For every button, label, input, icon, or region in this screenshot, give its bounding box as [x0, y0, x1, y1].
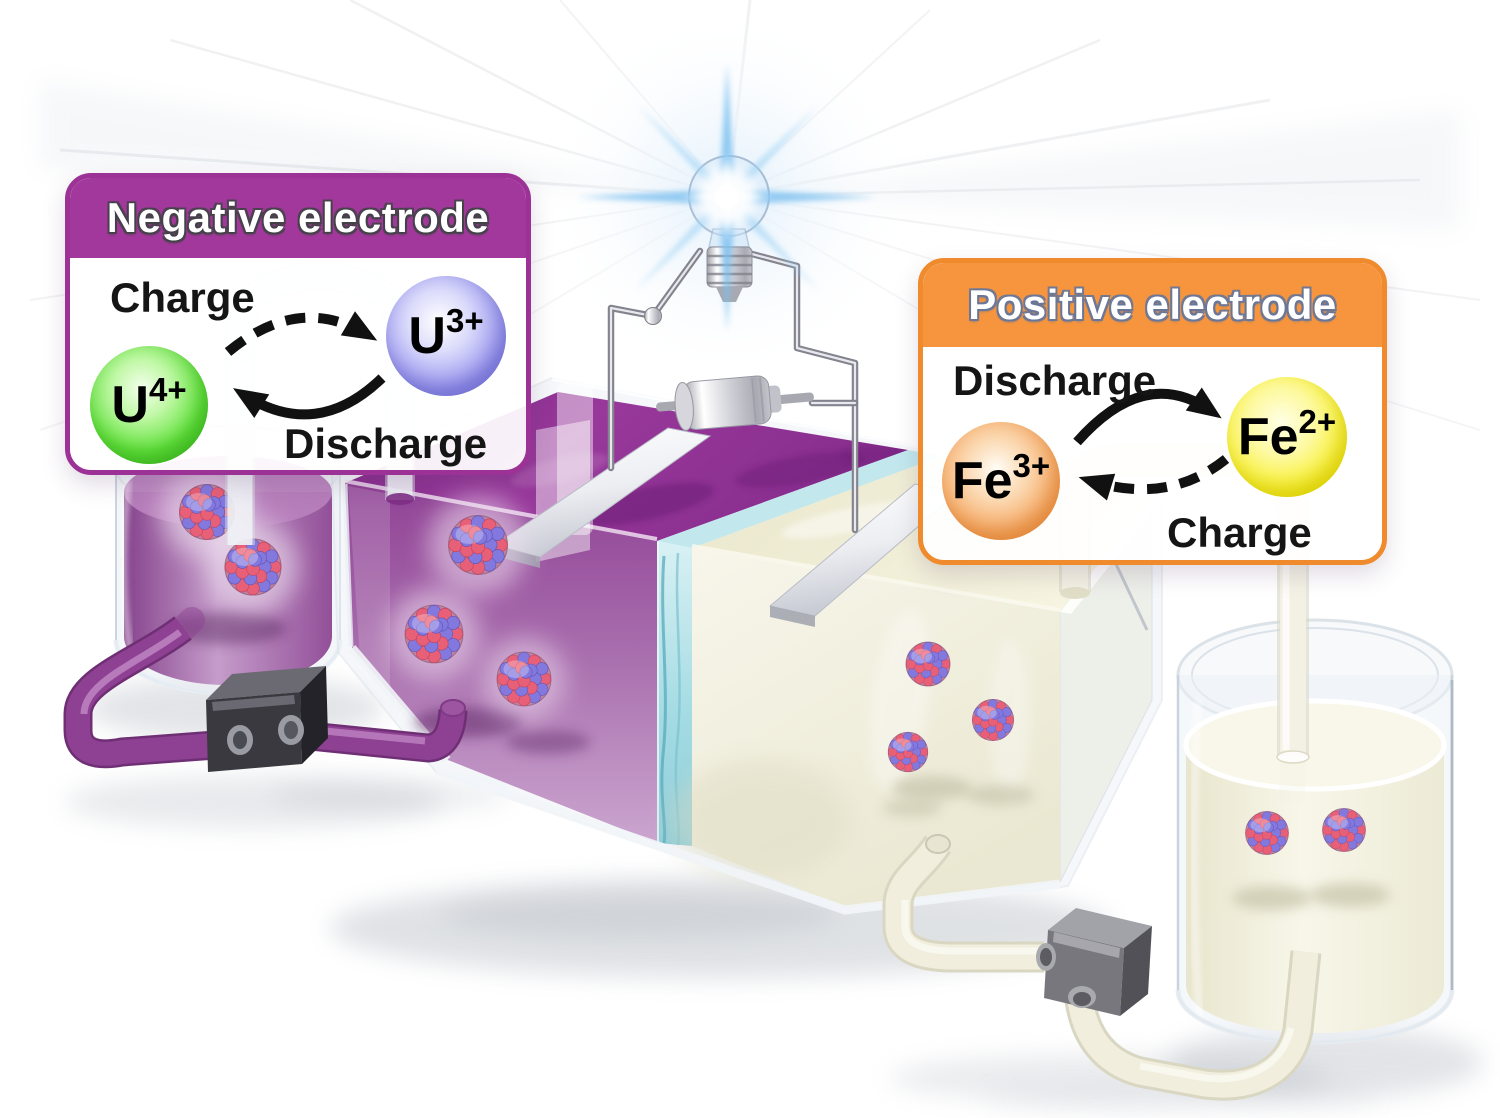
ion-fe2-charge: 2+	[1298, 402, 1337, 440]
charge-arrow-dashed	[1078, 455, 1230, 501]
negative-charge-label: Charge	[110, 274, 255, 321]
negative-electrode-title: Negative electrode	[106, 194, 490, 241]
positive-side-pump	[1036, 908, 1152, 1016]
ion-fe3-element: Fe	[951, 452, 1013, 510]
ion-u3-element: U	[408, 307, 446, 365]
positive-electrode-header: Positive electrode	[923, 263, 1382, 347]
generator-icon	[656, 375, 814, 431]
bulb-flare	[577, 64, 877, 332]
ion-u4-element: U	[111, 376, 149, 434]
ion-u3-charge: 3+	[445, 301, 484, 339]
nanoparticles-positive-cell	[882, 641, 1034, 817]
ion-fe2-element: Fe	[1237, 408, 1299, 466]
discharge-arrow-solid	[1073, 387, 1222, 446]
charge-arrow-dashed	[224, 311, 378, 356]
negative-discharge-label: Discharge	[284, 420, 488, 467]
positive-electrode-title: Positive electrode	[968, 281, 1337, 328]
negative-side-plumbing	[63, 607, 468, 772]
positive-charge-label: Charge	[1167, 509, 1312, 556]
negative-side-pump	[206, 666, 328, 772]
ion-u4-charge: 4+	[148, 370, 187, 408]
positive-reaction-arrows	[1073, 387, 1230, 501]
positive-side-plumbing	[882, 834, 1322, 1101]
circuit-wires	[607, 247, 859, 534]
ion-fe3-charge: 3+	[1012, 446, 1051, 484]
membrane	[657, 541, 692, 846]
membrane-top	[657, 450, 942, 548]
negative-reaction-arrows	[224, 311, 386, 420]
discharge-arrow-solid	[232, 374, 386, 420]
negative-electrode-plate	[493, 420, 712, 568]
negative-electrode-header: Negative electrode	[70, 178, 526, 258]
positive-discharge-label: Discharge	[953, 357, 1157, 404]
